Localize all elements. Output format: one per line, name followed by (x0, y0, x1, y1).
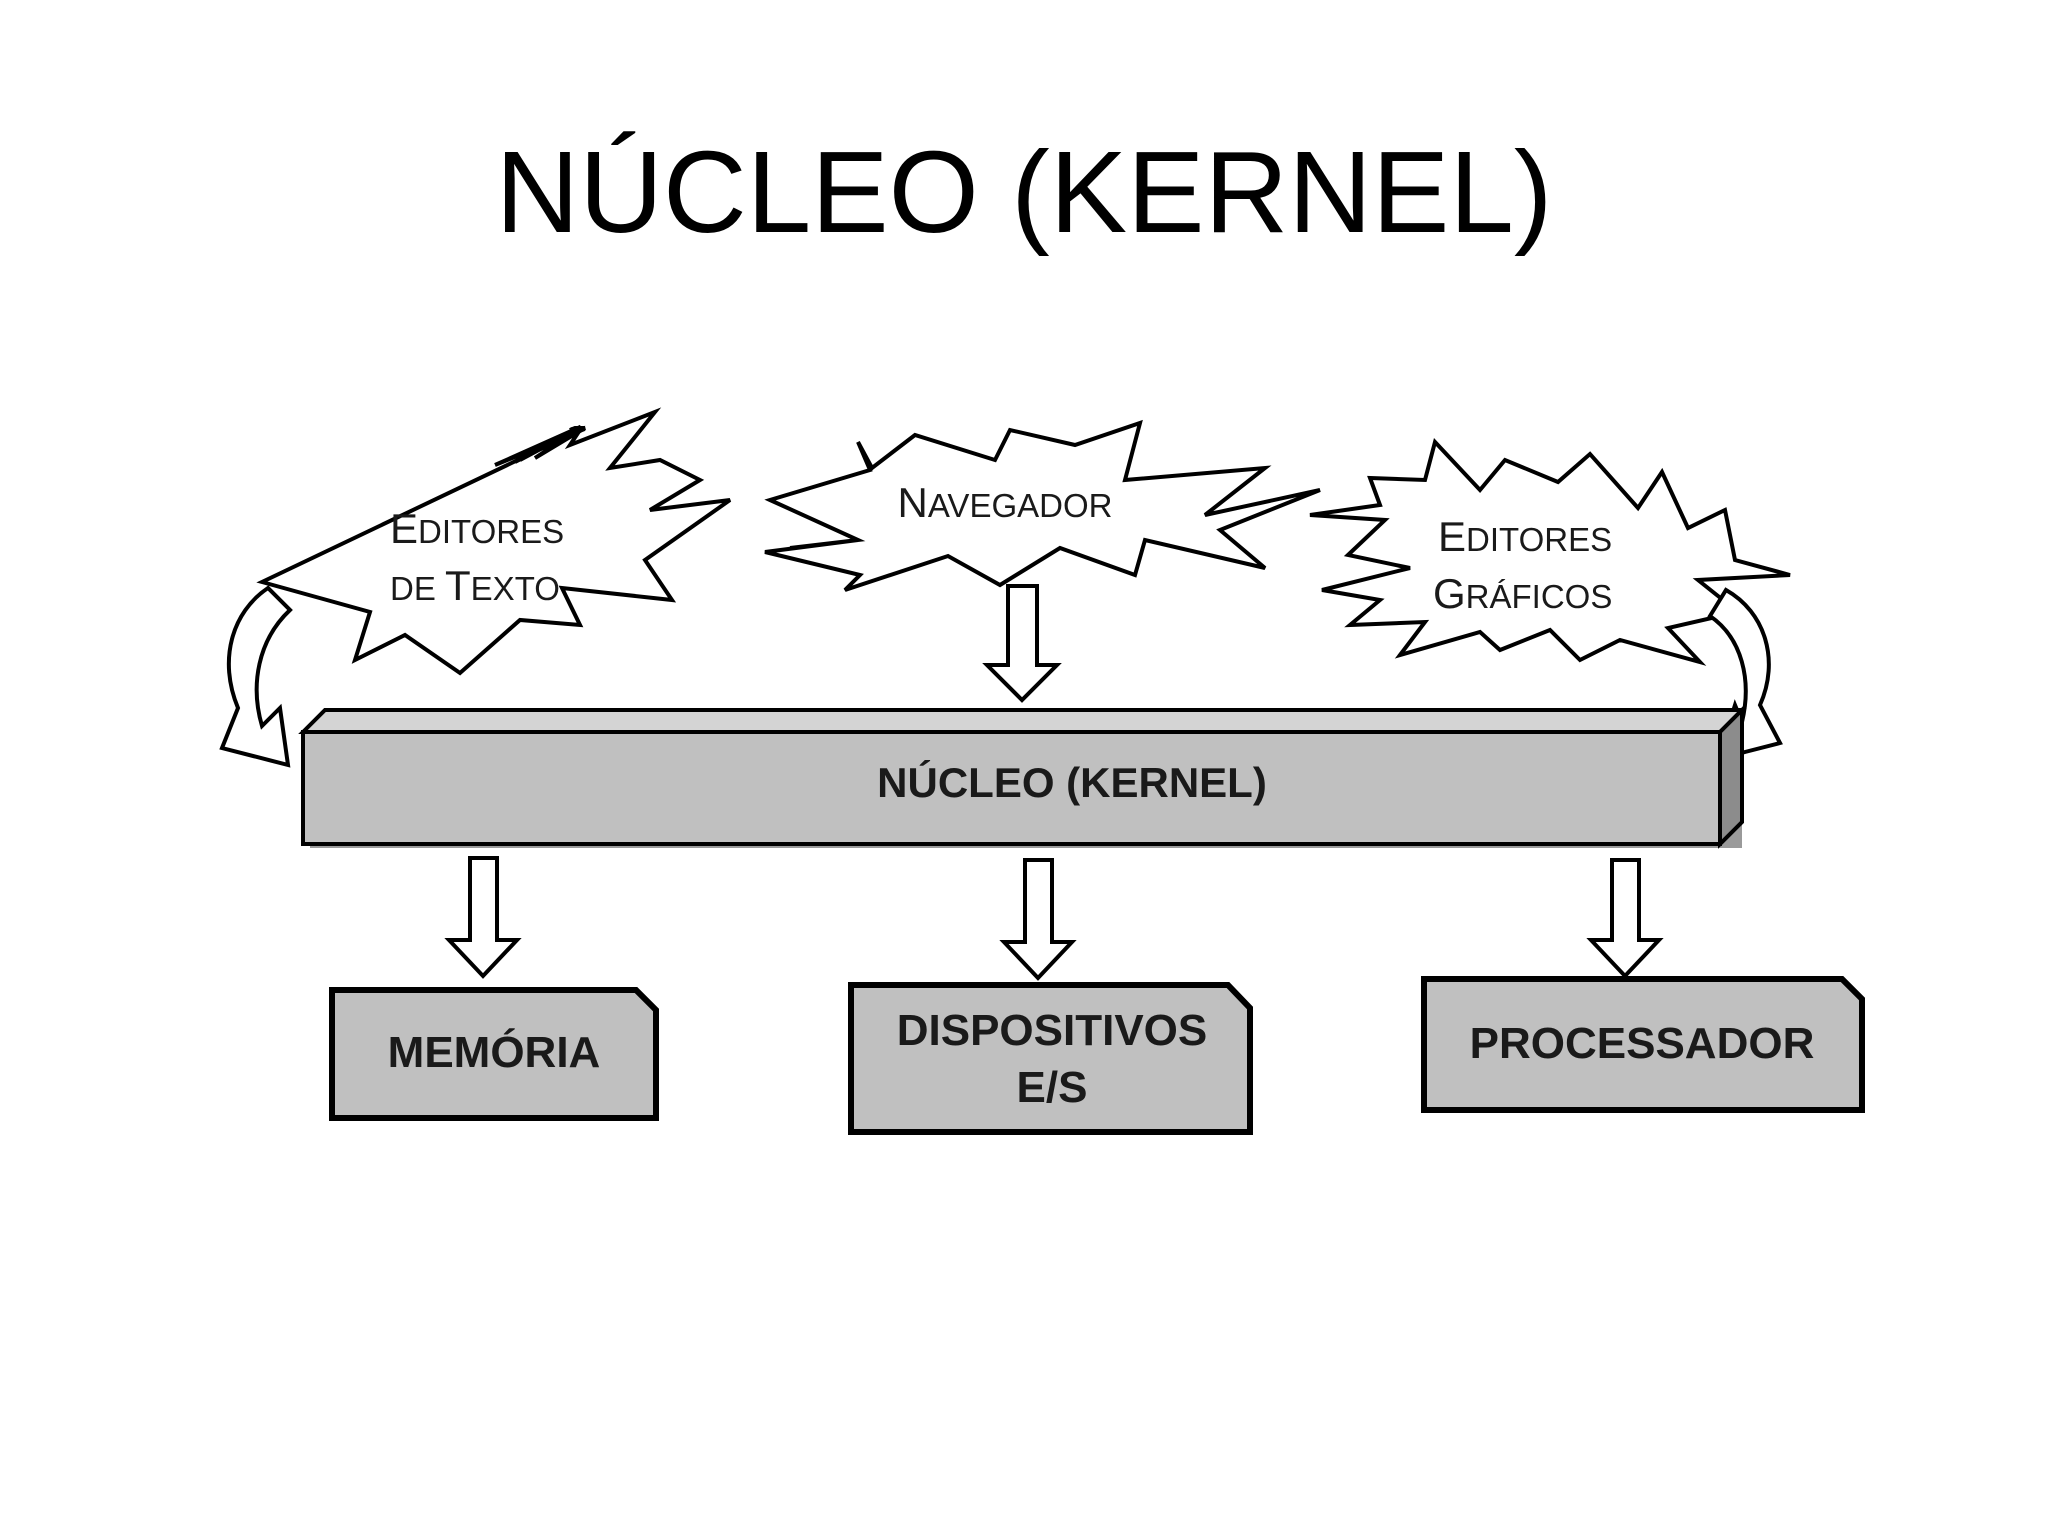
resource-box-io-devices: DISPOSITIVOS E/S (848, 982, 1253, 1135)
down-arrow-icon (999, 858, 1077, 981)
kernel-label: NÚCLEO (KERNEL) (877, 758, 1267, 806)
app-label-line-2: DE TEXTO (390, 562, 560, 609)
label-rest: AVEGADOR (928, 487, 1113, 524)
down-arrow-icon (982, 584, 1062, 703)
resource-label-line-1: DISPOSITIVOS (897, 1006, 1208, 1055)
app-burst-text-editors: EDITORES DE TEXTO (256, 407, 732, 676)
label-rest: DITORES (418, 513, 564, 550)
label-rest: DE (390, 570, 445, 607)
resource-label-line-2: E/S (1017, 1063, 1088, 1112)
label-rest: DITORES (1466, 521, 1612, 558)
label-initial: T (445, 562, 471, 609)
burst-shape (764, 419, 1321, 592)
resource-box-memory: MEMÓRIA (329, 987, 659, 1121)
label-rest: EXTO (471, 570, 560, 607)
label-rest: RÁFICOS (1466, 578, 1613, 615)
resource-box-processor: PROCESSADOR (1421, 976, 1865, 1113)
app-burst-graphic-editors: EDITORES GRÁFICOS (1309, 437, 1791, 666)
resource-box-shape (848, 982, 1253, 1135)
curved-arrow-left-icon (219, 585, 293, 768)
down-arrow-icon (1586, 858, 1664, 979)
label-initial: E (1438, 513, 1466, 560)
resource-label: PROCESSADOR (1470, 1019, 1815, 1068)
app-label-line-1: NAVEGADOR (898, 479, 1113, 526)
kernel-side-face (1718, 705, 1744, 849)
label-initial: G (1433, 570, 1466, 617)
down-arrow-icon (444, 856, 522, 979)
app-label-line-1: EDITORES (1438, 513, 1612, 560)
app-label-line-1: EDITORES (390, 505, 564, 552)
kernel-bar: NÚCLEO (KERNEL) (298, 705, 1747, 849)
kernel-top-face (298, 708, 1747, 734)
resource-box-shape (1421, 976, 1865, 1113)
label-initial: E (390, 505, 418, 552)
resource-box-shape (329, 987, 659, 1121)
kernel-front-face (301, 730, 1722, 846)
app-burst-browser: NAVEGADOR (764, 419, 1321, 592)
label-initial: N (898, 479, 928, 526)
app-label-line-2: GRÁFICOS (1433, 570, 1612, 617)
resource-label: MEMÓRIA (388, 1027, 601, 1077)
slide-title: NÚCLEO (KERNEL) (495, 127, 1552, 257)
burst-shape (256, 407, 732, 676)
